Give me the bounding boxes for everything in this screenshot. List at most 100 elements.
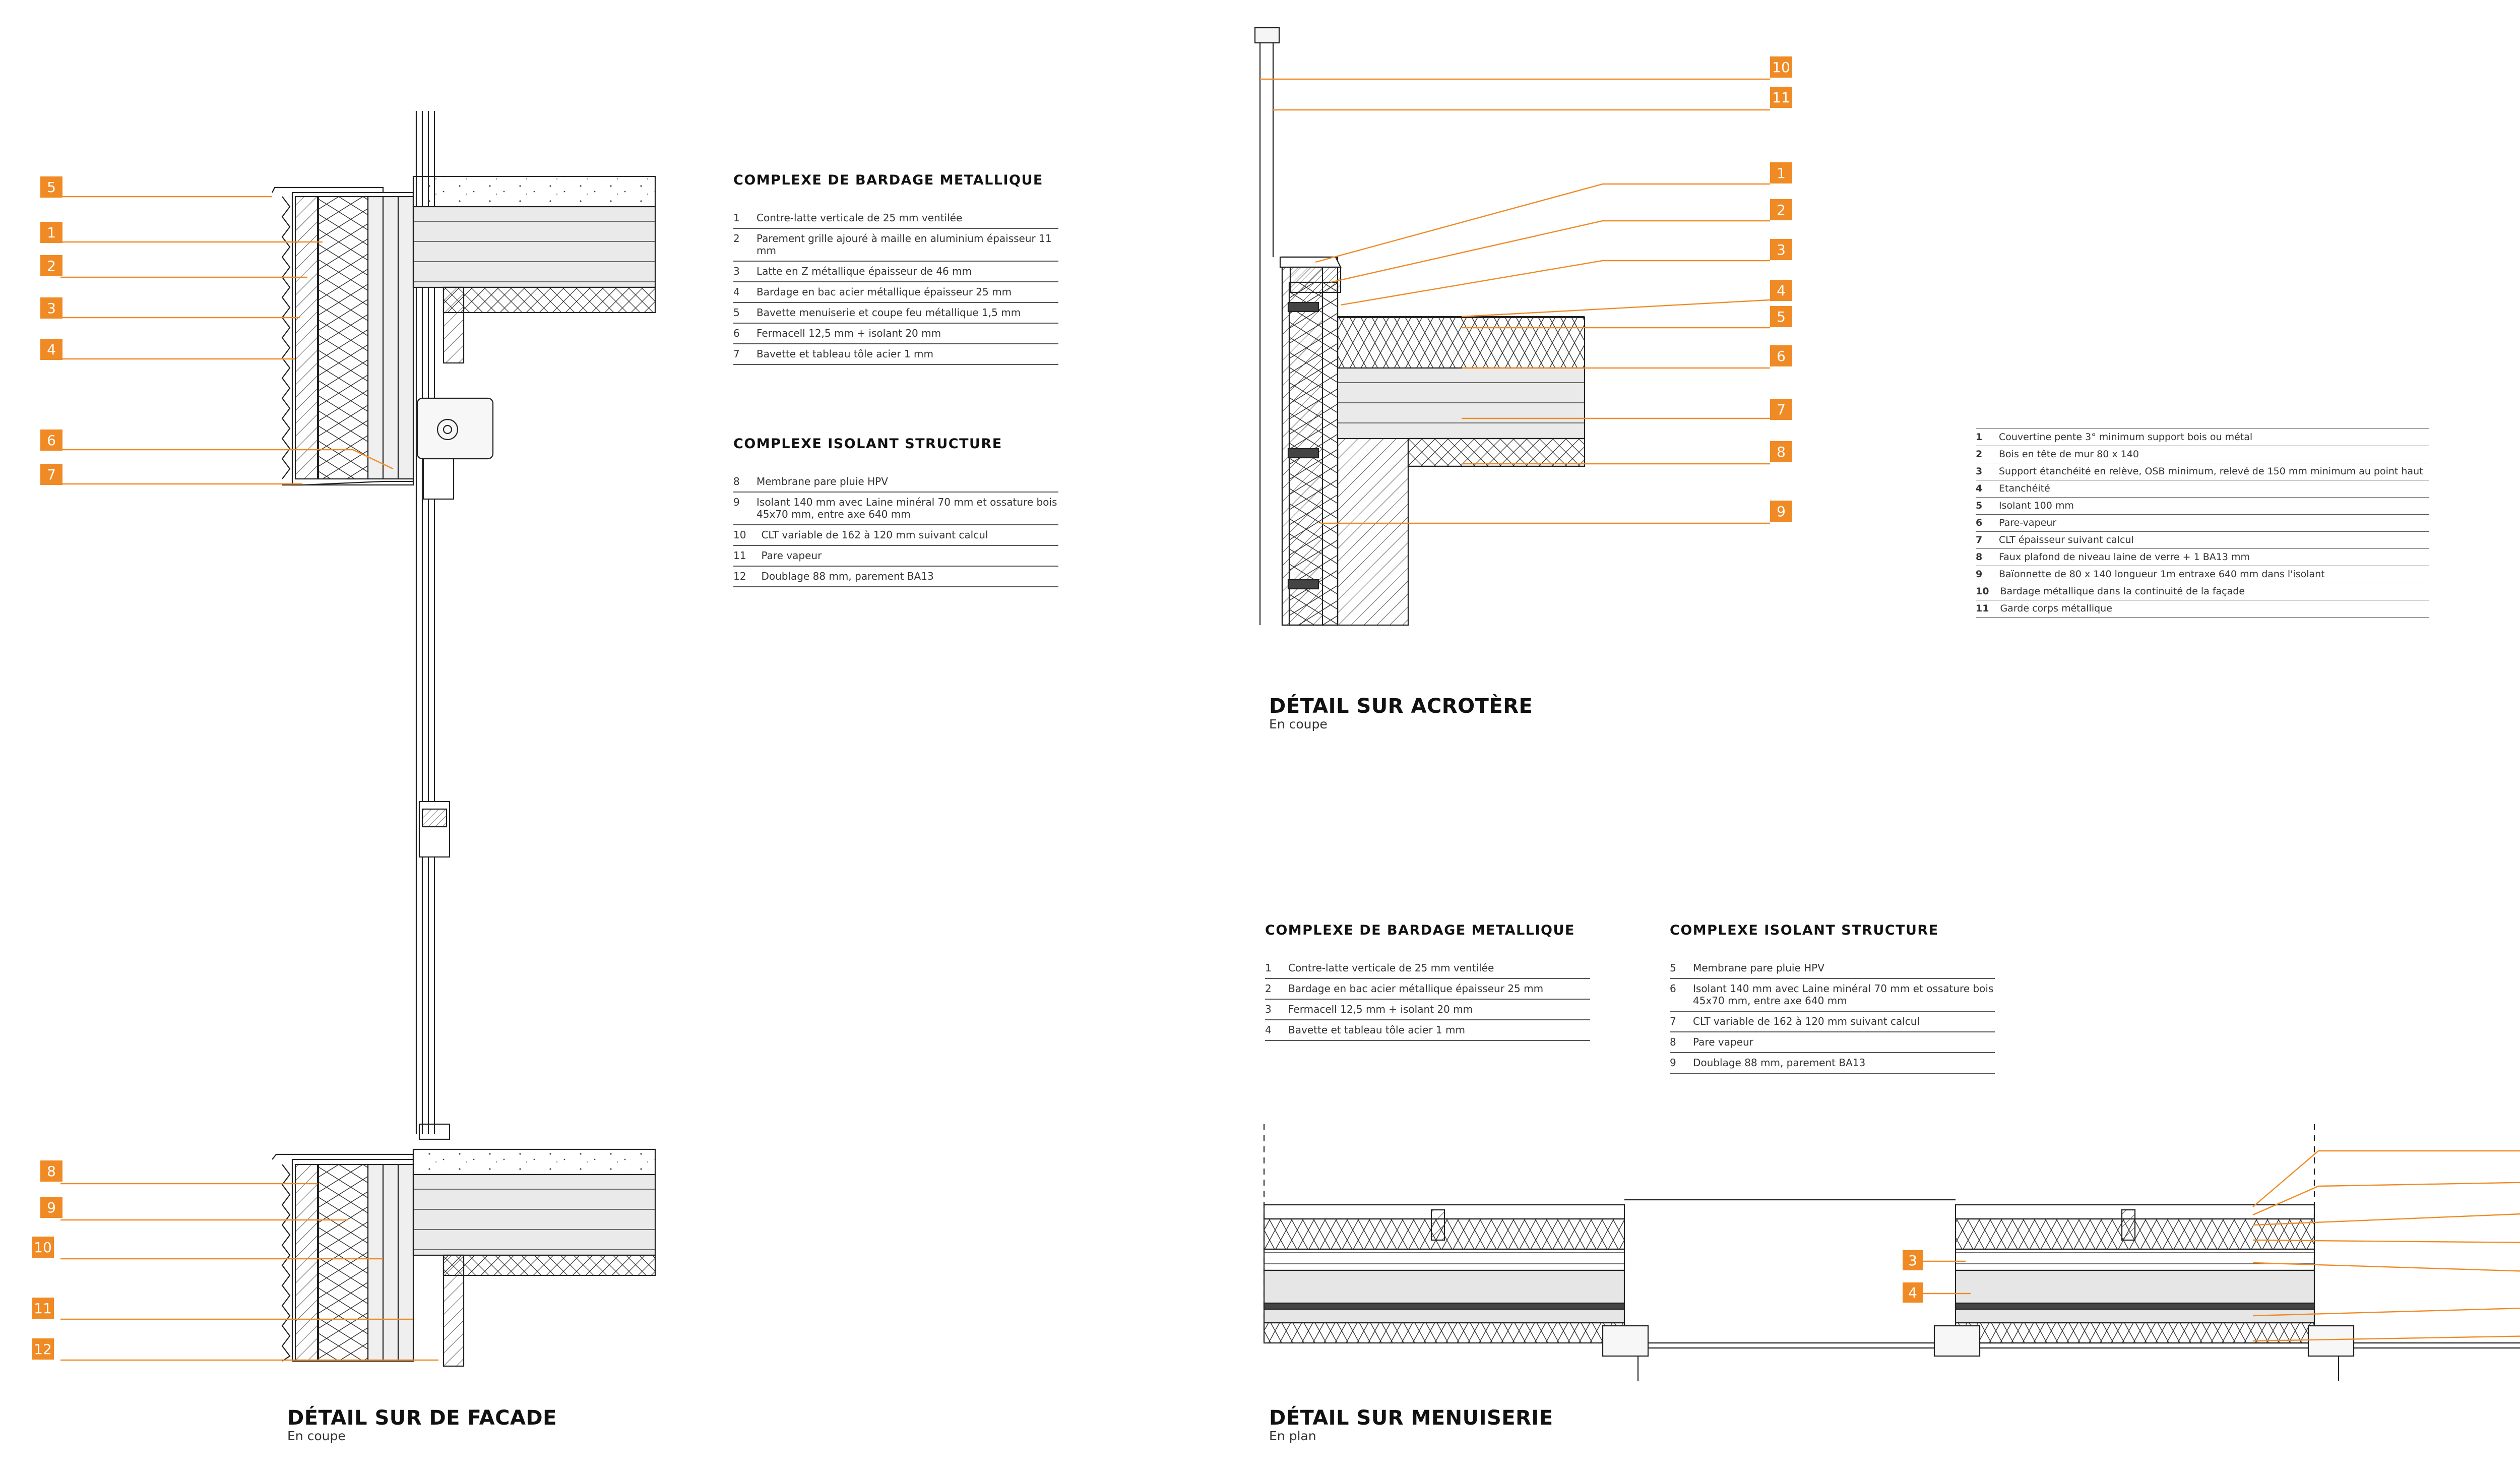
legend-row-number: 6: [1670, 983, 1676, 995]
facade-isolant-heading: COMPLEXE ISOLANT STRUCTURE: [733, 436, 1002, 452]
legend-row-text: Couvertine pente 3° minimum support bois…: [1999, 432, 2253, 443]
number-tag-label: 11: [34, 1300, 52, 1317]
number-tag: [1770, 280, 1792, 301]
legend-row-text: Bavette menuiserie et coupe feu métalliq…: [757, 306, 1021, 319]
legend-row: 4 Bavette et tableau tôle acier 1 mm: [1265, 1020, 1590, 1041]
number-tag: [40, 1197, 62, 1218]
number-tag: [1770, 239, 1792, 260]
facade-title-main: DÉTAIL SUR DE FACADE: [287, 1406, 557, 1430]
number-tag: [32, 1237, 54, 1258]
number-tag: [40, 222, 62, 243]
legend-row-number: 3: [1976, 466, 1983, 477]
acrotere-leader-lines: [1260, 78, 1771, 524]
legend-row-text: Bardage métallique dans la continuité de…: [2000, 586, 2245, 597]
number-tag: [1770, 306, 1792, 327]
legend-row-number: 11: [733, 549, 746, 562]
legend-row-text: Doublage 88 mm, parement BA13: [1693, 1057, 1866, 1069]
number-tag: [1770, 399, 1792, 420]
legend-row-text: Contre-latte verticale de 25 mm ventilée: [1288, 962, 1494, 974]
number-tag-label: 8: [1777, 444, 1786, 460]
acrotere-section-drawing: [1254, 27, 1586, 626]
legend-row-text: Pare-vapeur: [1999, 517, 2057, 528]
legend-row-text: Etanchéité: [1999, 483, 2050, 494]
legend-row-text: Support étanchéité en relève, OSB minimu…: [1999, 466, 2423, 477]
number-tag-label: 10: [1772, 59, 1790, 76]
legend-row-text: CLT variable de 162 à 120 mm suivant cal…: [1693, 1015, 1920, 1027]
number-tag-label: 8: [47, 1163, 56, 1180]
number-tag-label: 2: [1777, 202, 1786, 218]
legend-row-number: 2: [1976, 449, 1983, 460]
acrotere-title-main: DÉTAIL SUR ACROTÈRE: [1269, 695, 1533, 718]
facade-leader-lines: [60, 196, 438, 1361]
legend-row-number: 2: [733, 232, 740, 244]
legend-row-number: 6: [733, 327, 740, 339]
menuiserie-title: DÉTAIL SUR MENUISERIE En plan: [1269, 1406, 1553, 1443]
number-tag-label: 12: [34, 1341, 52, 1358]
number-tag-label: 3: [47, 300, 56, 317]
number-tag-label: 1: [1777, 165, 1786, 181]
legend-row-number: 2: [1265, 983, 1272, 995]
legend-row-number: 8: [1670, 1036, 1676, 1048]
legend-row-text: Bois en tête de mur 80 x 140: [1999, 449, 2139, 460]
legend-row-number: 8: [733, 475, 740, 487]
legend-row-number: 7: [1670, 1015, 1676, 1027]
legend-row-text: Bardage en bac acier métallique épaisseu…: [757, 286, 1012, 298]
number-tag-label: 1: [47, 224, 56, 241]
menuiserie-plan-drawing: [1263, 1124, 2520, 1381]
legend-row-text: CLT épaisseur suivant calcul: [1999, 534, 2134, 545]
legend-row: 10 Bardage métallique dans la continuité …: [1976, 583, 2429, 600]
number-tag: [1770, 199, 1792, 220]
legend-row-text: Baïonnette de 80 x 140 longueur 1m entra…: [1999, 569, 2325, 580]
legend-row-number: 9: [1670, 1057, 1676, 1069]
number-tag: [40, 464, 62, 485]
legend-row: 2 Bois en tête de mur 80 x 140: [1976, 446, 2429, 463]
menuiserie-isolant-heading: COMPLEXE ISOLANT STRUCTURE: [1670, 923, 1939, 938]
legend-row-number: 10: [1976, 586, 1989, 597]
legend-row-number: 4: [1976, 483, 1983, 494]
acrotere-title: DÉTAIL SUR ACROTÈRE En coupe: [1269, 695, 1533, 731]
legend-row-text: Garde corps métallique: [2000, 603, 2112, 614]
legend-row-text: Membrane pare pluie HPV: [1693, 962, 1824, 974]
facade-title-sub: En coupe: [287, 1429, 346, 1443]
legend-row-text: Latte en Z métallique épaisseur de 46 mm: [757, 265, 972, 277]
facade-title: DÉTAIL SUR DE FACADE En coupe: [287, 1406, 557, 1443]
number-tag-label: 5: [1777, 309, 1786, 325]
legend-row: 7 CLT variable de 162 à 120 mm suivant ca…: [1670, 1012, 1995, 1032]
legend-row-number: 3: [733, 265, 740, 277]
legend-row: 4 Etanchéité: [1976, 480, 2429, 498]
number-tag: [1770, 87, 1792, 108]
number-tag: [32, 1338, 54, 1360]
legend-row-number: 4: [1265, 1024, 1272, 1036]
acrotere-title-sub: En coupe: [1269, 717, 1328, 731]
legend-row-text: Bavette et tableau tôle acier 1 mm: [1288, 1024, 1465, 1036]
number-tag-label: 6: [47, 432, 56, 449]
number-tag-label: 2: [47, 258, 56, 274]
legend-row: 3 Support étanchéité en relève, OSB minim…: [1976, 463, 2429, 480]
legend-row-number: 3: [1265, 1003, 1272, 1015]
number-tag-label: 3: [1908, 1252, 1917, 1269]
menuiserie-number-tags: 215678934: [1903, 1250, 1923, 1303]
number-tag: [1770, 56, 1792, 78]
legend-row-text: CLT variable de 162 à 120 mm suivant cal…: [761, 529, 988, 541]
number-tag: [1903, 1282, 1923, 1303]
